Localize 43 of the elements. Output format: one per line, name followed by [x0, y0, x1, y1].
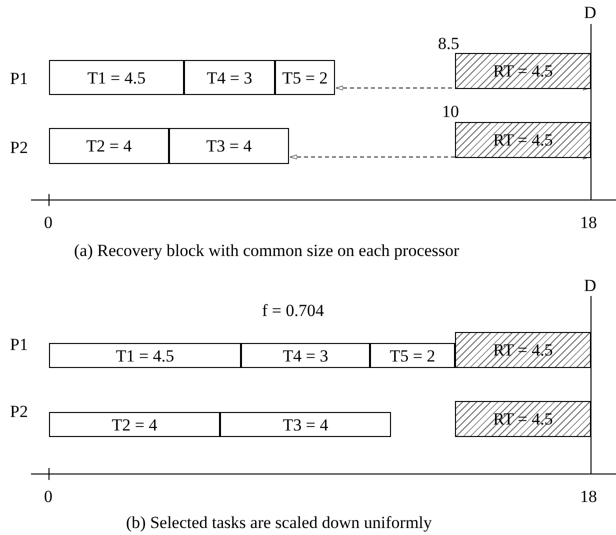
scaling-factor-label: f = 0.704: [262, 302, 324, 319]
tick-label: 0: [44, 488, 52, 505]
task-label: T4 = 3: [206, 69, 254, 86]
task-label: T1 = 4.5: [86, 69, 147, 86]
tick-label: 0: [44, 214, 52, 231]
task-bar: [220, 412, 391, 437]
tick-label: 18: [580, 214, 597, 231]
recovery-label: RT = 4.5: [492, 410, 554, 428]
processor-label: P2: [10, 403, 28, 420]
recovery-block: [455, 401, 591, 437]
deadline-label: D: [584, 277, 596, 294]
task-bar: [49, 412, 220, 437]
task-bar: [169, 128, 289, 164]
task-bar: [241, 343, 370, 368]
task-label: T5 = 2: [281, 69, 329, 86]
recovery-block: [455, 53, 591, 89]
start-time-label: 10: [442, 103, 459, 120]
task-label: T2 = 4: [110, 416, 158, 433]
start-time-label: 8.5: [438, 35, 460, 52]
processor-label: P1: [10, 70, 28, 87]
task-label: T3 = 4: [205, 138, 253, 154]
task-label: T2 = 4: [85, 138, 133, 154]
recovery-label: RT = 4.5: [492, 342, 554, 358]
task-label: T1 = 4.5: [114, 347, 176, 364]
task-bar: [275, 60, 335, 95]
task-bar: [370, 343, 455, 368]
recovery-label: RT = 4.5: [492, 132, 554, 148]
task-bar: [184, 60, 275, 95]
deadline-label: D: [584, 4, 596, 21]
processor-label: P1: [10, 336, 28, 353]
recovery-block: [455, 332, 591, 368]
recovery-label: RT = 4.5: [492, 62, 554, 80]
task-label: T4 = 3: [282, 347, 330, 364]
caption: (b) Selected tasks are scaled down uniformly: [126, 514, 432, 531]
task-label: T3 = 4: [282, 416, 330, 433]
task-label: T5 = 2: [388, 347, 436, 364]
task-bar: [49, 128, 169, 164]
task-bar: [49, 60, 184, 95]
task-bar: [49, 343, 241, 368]
tick-label: 18: [580, 488, 597, 505]
processor-label: P2: [10, 139, 28, 156]
recovery-block: [455, 122, 591, 158]
caption: (a) Recovery block with common size on each processor: [74, 242, 460, 259]
